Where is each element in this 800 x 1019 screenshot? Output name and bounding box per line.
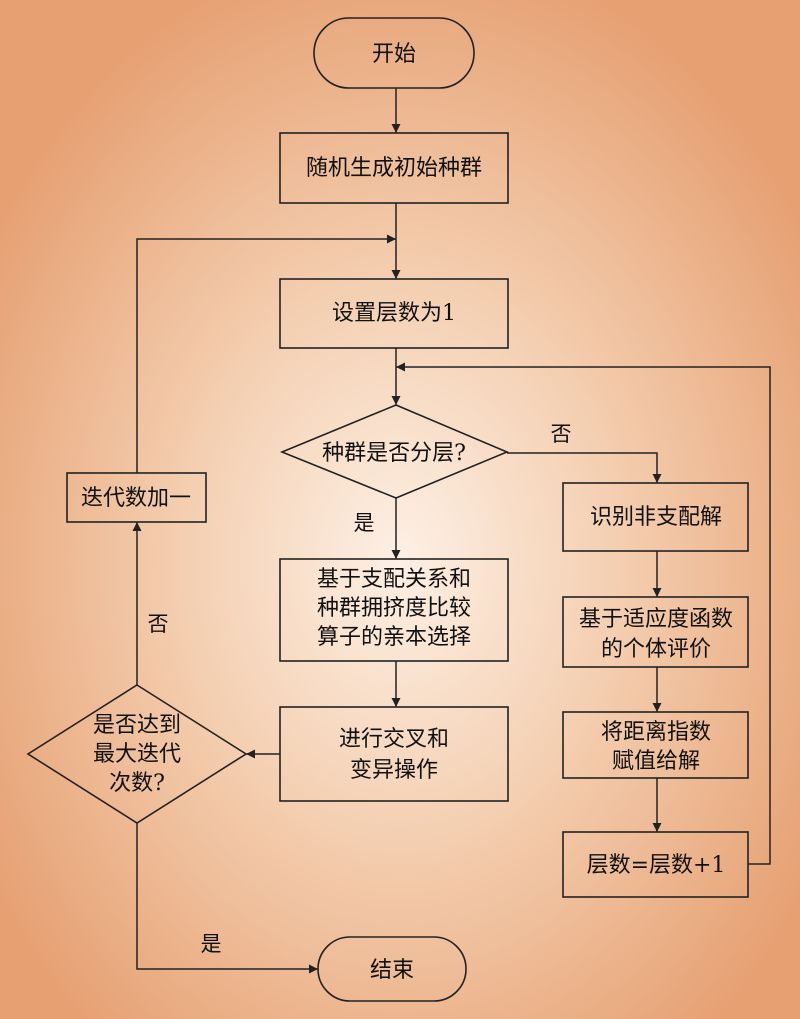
identify-nondominated-node: 识别非支配解 xyxy=(562,482,749,552)
init-population-label: 随机生成初始种群 xyxy=(306,156,482,181)
end-node: 结束 xyxy=(317,936,467,1002)
max-iter-line-2: 最大迭代 xyxy=(93,742,181,767)
crossover-mutation-line-2: 变异操作 xyxy=(350,758,438,783)
init-population-node: 随机生成初始种群 xyxy=(279,132,509,204)
assign-distance-line-1: 将距离指数 xyxy=(601,720,711,745)
edge-label-max-no: 否 xyxy=(148,612,169,636)
crossover-mutation-node: 进行交叉和 变异操作 xyxy=(279,706,509,802)
set-layer-node: 设置层数为1 xyxy=(279,278,509,349)
identify-nondominated-label: 识别非支配解 xyxy=(590,505,722,530)
layer-increment-node: 层数=层数+1 xyxy=(562,831,749,898)
edge-label-max-yes: 是 xyxy=(201,932,222,956)
crossover-mutation-line-1: 进行交叉和 xyxy=(339,727,449,752)
edge-iter-loop-back xyxy=(136,234,396,473)
parent-selection-node: 基于支配关系和 种群拥挤度比较 算子的亲本选择 xyxy=(279,558,509,662)
parent-selection-line-3: 算子的亲本选择 xyxy=(317,625,471,650)
max-iter-decision: 是否达到 最大迭代 次数? xyxy=(26,684,248,824)
edge-increment-loop-back xyxy=(396,362,771,865)
fitness-eval-line-2: 的个体评价 xyxy=(601,637,711,662)
edge-label-layered-no: 否 xyxy=(551,422,572,446)
edge-maxcheck-yes-to-end xyxy=(136,823,318,974)
start-node: 开始 xyxy=(313,17,475,89)
fitness-eval-node: 基于适应度函数 的个体评价 xyxy=(562,596,749,668)
iter-increment-node: 迭代数加一 xyxy=(66,472,207,523)
max-iter-line-3: 次数? xyxy=(109,771,165,796)
is-layered-decision: 种群是否分层? xyxy=(279,404,510,499)
assign-distance-line-2: 赋值给解 xyxy=(612,749,700,774)
layer-increment-label: 层数=层数+1 xyxy=(587,853,726,878)
max-iter-line-1: 是否达到 xyxy=(93,713,181,738)
set-layer-label: 设置层数为1 xyxy=(332,301,456,326)
parent-selection-line-1: 基于支配关系和 xyxy=(317,567,471,592)
connectors xyxy=(132,88,771,974)
edge-label-layered-yes: 是 xyxy=(354,511,375,535)
fitness-eval-line-1: 基于适应度函数 xyxy=(579,607,733,632)
edge-check-no-to-identify xyxy=(507,452,662,483)
start-label: 开始 xyxy=(372,42,416,67)
is-layered-label: 种群是否分层? xyxy=(322,441,466,466)
parent-selection-line-2: 种群拥挤度比较 xyxy=(317,596,471,621)
assign-distance-node: 将距离指数 赋值给解 xyxy=(562,711,749,779)
iter-increment-label: 迭代数加一 xyxy=(81,486,191,511)
end-label: 结束 xyxy=(370,958,414,983)
